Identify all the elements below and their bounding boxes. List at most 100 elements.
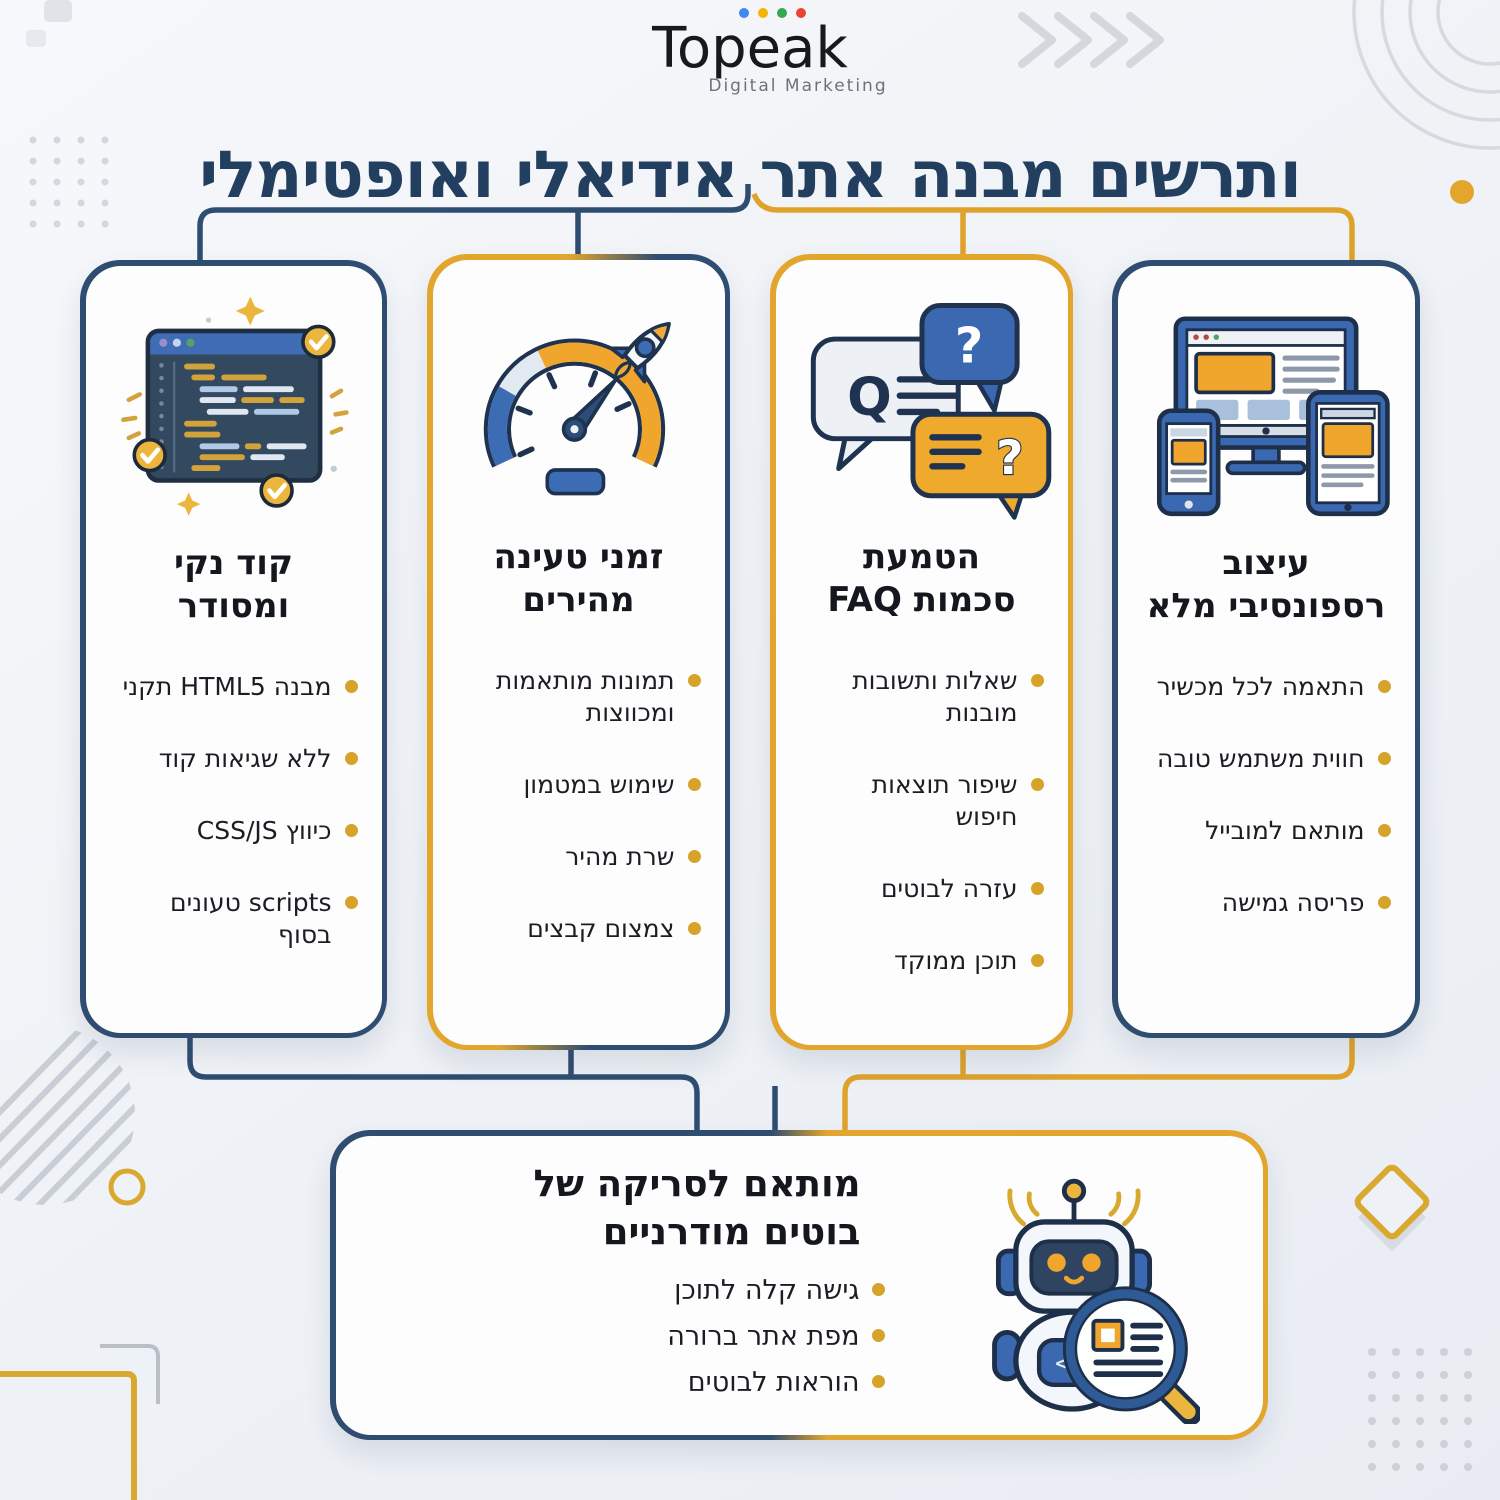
logo-dot-green-icon [776,8,787,18]
list-item: ללא שגיאות קוד [116,743,358,775]
list-item: שיפור תוצאות חיפוש [806,769,1044,833]
bullet-dot-icon [687,777,701,791]
list-item-text: תוכן ממוקד [894,945,1018,975]
list-item-text: שאלות ותשובות מובנות [852,665,1018,727]
list-item-text: מבנה HTML5 תקני [122,671,332,701]
check-badges [131,324,336,508]
bullet-dot-icon [1377,751,1391,765]
bullet-dot-icon [1030,953,1044,967]
logo-dot-red-icon [795,8,806,18]
bullet-dot-icon [1377,823,1391,837]
list-item: כיווץ CSS/JS [116,815,358,847]
list-item-text: כיווץ CSS/JS [196,815,332,845]
list-item: שימוש במטמון [463,769,701,801]
corner-bracket-decor [100,1344,160,1404]
bullet-dot-icon [687,673,701,687]
bullet-dot-icon [344,679,358,693]
list-item: פריסה גמישה [1148,887,1391,919]
card-fast-loading-items: תמונות מותאמות ומכווצות שימוש במטמון שרת… [433,665,725,945]
logo-dots-icon [738,8,806,18]
list-item: עזרה לבוטים [806,873,1044,905]
list-item-text: גישה קלה לתוכן [674,1275,860,1307]
bullet-dot-icon [1030,673,1044,687]
list-item: הוראות לבוטים [415,1365,885,1400]
gold-ring-decor [108,1168,146,1206]
hatch-lines-decor [0,1027,135,1205]
bullet-dot-icon [687,849,701,863]
list-item-text: פריסה גמישה [1221,887,1365,917]
bullet-dot-icon [871,1283,885,1297]
speedometer-rocket-icon [433,260,725,528]
bullet-dot-icon [871,1329,885,1343]
list-item-text: מותאם למובייל [1205,815,1365,845]
card-responsive-design-items: התאמה לכל מכשיר חווית משתמש טובה מותאם ל… [1118,671,1415,919]
logo-subtitle: Digital Marketing [708,76,888,96]
card-bot-scanning-items: גישה קלה לתוכן מפת אתר ברורה הוראות לבוט… [415,1273,885,1400]
question-mark-gold: ? [996,431,1023,486]
bullet-dot-icon [1377,679,1391,693]
list-item-text: שרת מהיר [565,841,675,871]
logo-name: Topeak [652,16,848,81]
list-item: חווית משתמש טובה [1148,743,1391,775]
list-item-text: מפת אתר ברורה [667,1321,860,1353]
list-item-text: שיפור תוצאות חיפוש [871,769,1018,831]
list-item: גישה קלה לתוכן [415,1273,885,1308]
list-item: התאמה לכל מכשיר [1148,671,1391,703]
list-item-text: עזרה לבוטים [880,873,1018,903]
list-item: צמצום קבצים [463,913,701,945]
list-item-text: ללא שגיאות קוד [158,743,332,773]
list-item-text: scripts טעונים בסוף [169,887,332,949]
card-faq-schema-items: שאלות ותשובות מובנות שיפור תוצאות חיפוש … [776,665,1068,977]
list-item-text: תמונות מותאמות ומכווצות [495,665,675,727]
list-item: תמונות מותאמות ומכווצות [463,665,701,729]
diamond-icon [1354,1164,1430,1252]
list-item-text: חווית משתמש טובה [1157,743,1365,773]
bullet-dot-icon [1030,777,1044,791]
list-item: מותאם למובייל [1148,815,1391,847]
q-letter: Q [847,367,892,428]
bullet-dot-icon [871,1375,885,1389]
logo-dot-blue-icon [738,8,749,18]
rocket [608,321,671,383]
list-item-text: התאמה לכל מכשיר [1156,671,1365,701]
list-item: scripts טעונים בסוף [116,887,358,951]
bullet-dot-icon [344,895,358,909]
bullet-dot-icon [687,921,701,935]
list-item-text: שימוש במטמון [523,769,675,799]
logo-dot-yellow-icon [757,8,768,18]
responsive-devices-icon [1118,266,1415,534]
connector-navy-bottom [187,1036,778,1133]
list-item-text: הוראות לבוטים [687,1367,860,1399]
list-item: מבנה HTML5 תקני [116,671,358,703]
connector-gold-bottom [842,1036,1355,1133]
list-item: תוכן ממוקד [806,945,1044,977]
bullet-dot-icon [344,751,358,765]
list-item: שרת מהיר [463,841,701,873]
robot-scanner-icon: </> [948,1142,1202,1428]
faq-chat-bubbles-icon: Q ? ? [776,260,1068,528]
list-item: מפת אתר ברורה [415,1319,885,1354]
list-item-text: צמצום קבצים [527,913,675,943]
page-title: ותרשים מבנה אתר אידיאלי ואופטימלי [199,137,1302,213]
logo: Topeak Digital Marketing [0,8,1500,95]
gold-square-decor [0,1371,137,1500]
bullet-dot-icon [1377,895,1391,909]
dots-grid-bottom-right-icon [1368,1348,1472,1471]
